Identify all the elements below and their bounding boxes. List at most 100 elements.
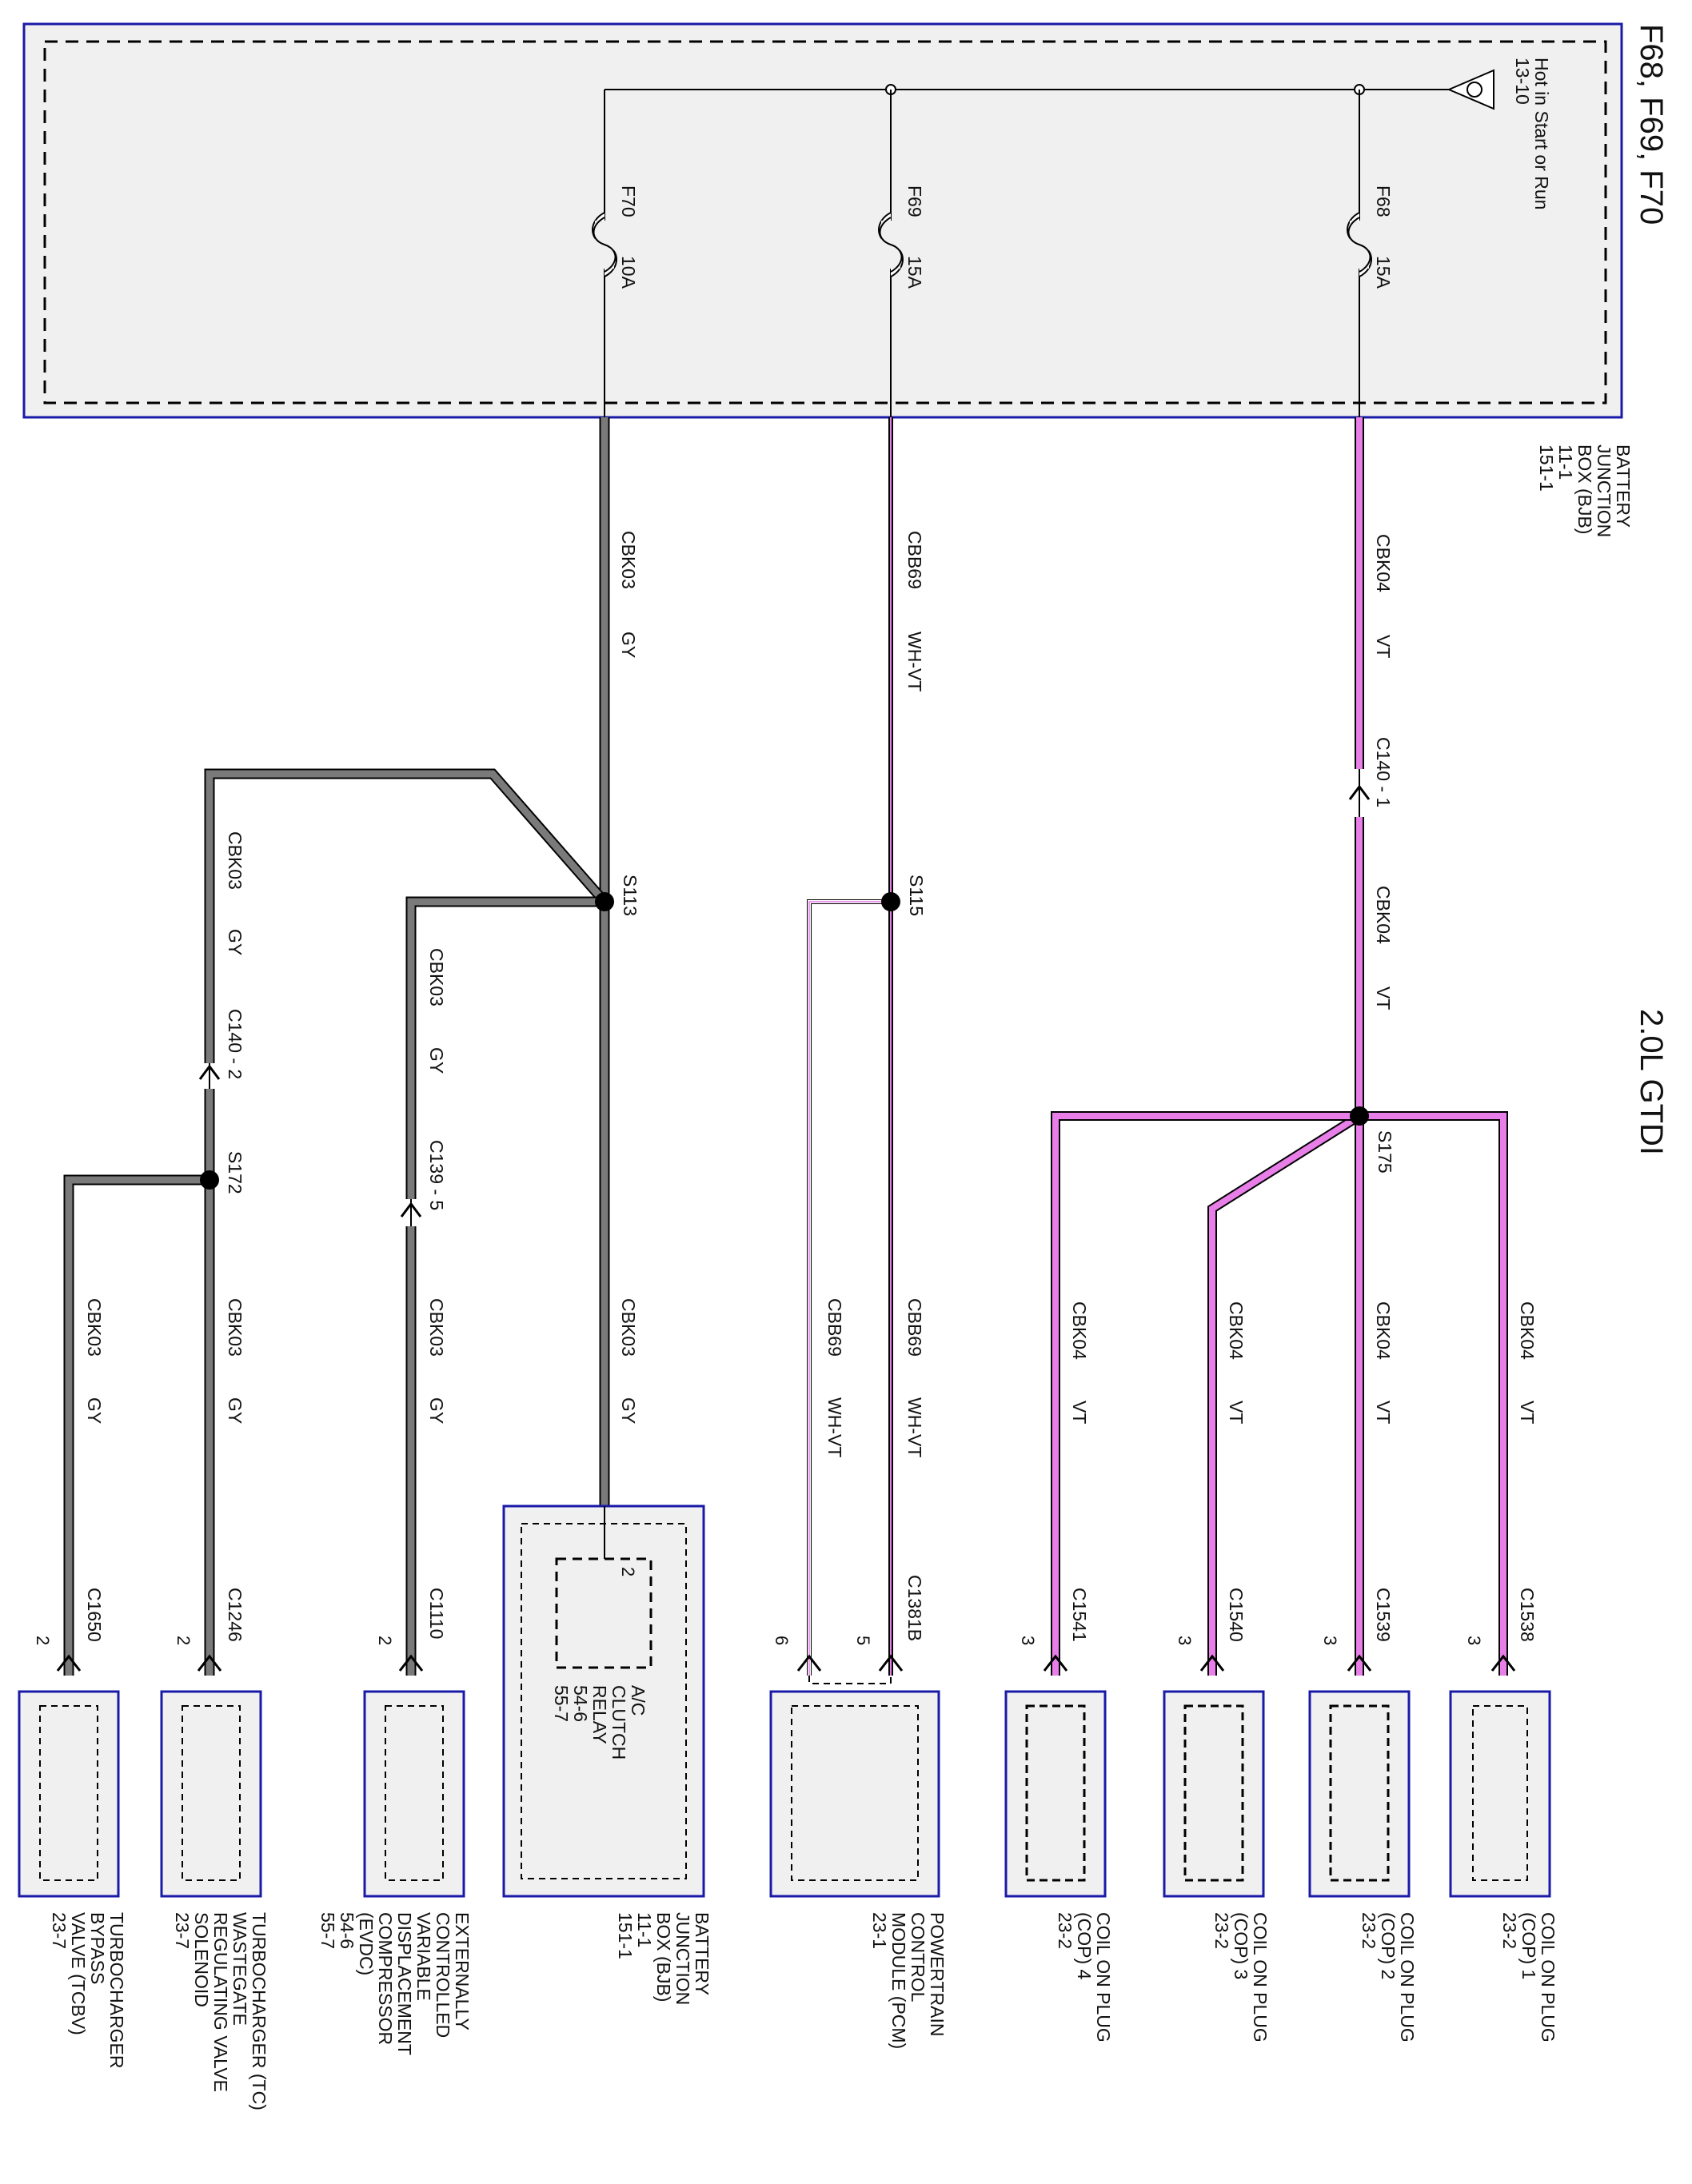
splice-s115-label: S115 (906, 875, 927, 916)
wire-label-cbk04: CBK04 (1069, 1301, 1090, 1360)
svg-text:54-6: 54-6 (570, 1685, 591, 1722)
power-source-circle (1467, 82, 1482, 98)
evdc-component[interactable]: C1110 2 EXTERNALLY CONTROLLED VARIABLE D… (317, 1588, 473, 2055)
cop3-box (1163, 1690, 1265, 1898)
circuit-cbb69-whvt (807, 417, 893, 1676)
bypass-connector-icon (56, 1654, 82, 1672)
svg-text:JUNCTION: JUNCTION (1594, 444, 1614, 537)
svg-text:23-2: 23-2 (1055, 1912, 1075, 1949)
bjb-relay-component[interactable]: 2 A/C CLUTCH RELAY 54-6 55-7 BATTERY JUN… (502, 1504, 712, 2005)
wire-label-vt: VT (1226, 1401, 1247, 1424)
wire-label-whvt: WH-VT (904, 632, 925, 691)
svg-text:23-1: 23-1 (869, 1912, 890, 1949)
pcm-connector-5-icon (878, 1654, 904, 1672)
svg-text:WASTEGATE: WASTEGATE (229, 1912, 250, 2026)
diagram-title: F68, F69, F70 (1634, 24, 1669, 225)
svg-text:11-1: 11-1 (634, 1912, 655, 1947)
svg-text:VALVE (TCBV): VALVE (TCBV) (68, 1912, 89, 2035)
wire-label-gy: GY (426, 1047, 447, 1074)
splice-s172-label: S172 (225, 1151, 245, 1194)
c1541-label: C1541 (1069, 1588, 1090, 1642)
svg-text:A/C: A/C (628, 1685, 648, 1716)
circuit-cbk03-gy (63, 417, 610, 1676)
pcm-box (769, 1690, 940, 1898)
wire-label-gy: GY (618, 632, 639, 658)
wire-label-cbk03: CBK03 (225, 831, 245, 890)
svg-text:RELAY: RELAY (589, 1685, 610, 1744)
wire-label-cbb69: CBB69 (824, 1298, 845, 1357)
svg-text:(COP) 4: (COP) 4 (1074, 1912, 1095, 1980)
wastegate-pin: 2 (174, 1636, 194, 1645)
splice-s115 (881, 892, 900, 911)
fuse-f68-id: F68 (1373, 185, 1394, 217)
engine-label: 2.0L GTDI (1634, 1009, 1669, 1155)
c140-2-connector-icon (198, 1064, 221, 1080)
cop2-component[interactable]: C1539 3 COIL ON PLUG (COP) 2 23-2 (1308, 1588, 1418, 2043)
evdc-connector-icon (398, 1654, 424, 1672)
bypass-component[interactable]: C1650 2 TURBOCHARGER BYPASS VALVE (TCBV)… (18, 1588, 127, 2069)
svg-text:(COP) 3: (COP) 3 (1231, 1912, 1251, 1979)
svg-text:TURBOCHARGER (TC): TURBOCHARGER (TC) (249, 1912, 269, 2110)
cop3-component[interactable]: C1540 3 COIL ON PLUG (COP) 3 23-2 (1163, 1588, 1271, 2043)
svg-text:23-2: 23-2 (1211, 1912, 1232, 1949)
bypass-box (18, 1690, 120, 1898)
wastegate-component[interactable]: C1246 2 TURBOCHARGER (TC) WASTEGATE REGU… (160, 1588, 269, 2110)
wire-label-cbk03: CBK03 (618, 1298, 639, 1357)
svg-text:55-7: 55-7 (551, 1685, 572, 1722)
c1539-label: C1539 (1373, 1588, 1394, 1642)
wire-label-cbk04: CBK04 (1373, 886, 1394, 944)
svg-text:54-6: 54-6 (337, 1912, 357, 1949)
svg-text:COIL ON PLUG: COIL ON PLUG (1538, 1912, 1558, 2043)
c140-2-label: C140 - 2 (225, 1009, 245, 1079)
pcm-component[interactable]: C1381B 5 6 POWERTRAIN CONTROL MODULE (PC… (769, 1575, 948, 2049)
c1650-label: C1650 (84, 1588, 105, 1642)
cop4-component[interactable]: C1541 3 COIL ON PLUG (COP) 4 23-2 (1004, 1588, 1114, 2043)
svg-text:BOX (BJB): BOX (BJB) (1574, 444, 1595, 534)
wastegate-connector-icon (197, 1654, 222, 1672)
wire-label-vt: VT (1373, 986, 1394, 1010)
wire-label-cbk03: CBK03 (84, 1298, 105, 1357)
wire-label-gy: GY (84, 1397, 105, 1424)
bjb-label: BATTERY JUNCTION BOX (BJB) 11-1 151-1 (1536, 444, 1634, 537)
c1110-label: C1110 (426, 1588, 447, 1639)
fuse-f70-id: F70 (618, 185, 639, 217)
wire-label-cbk03: CBK03 (426, 1298, 447, 1357)
svg-text:55-7: 55-7 (317, 1912, 338, 1949)
wire-label-vt: VT (1069, 1401, 1090, 1424)
wastegate-box (160, 1690, 262, 1898)
svg-text:COIL ON PLUG: COIL ON PLUG (1250, 1912, 1271, 2043)
svg-text:(COP) 2: (COP) 2 (1378, 1912, 1399, 1979)
splice-s113-label: S113 (620, 875, 640, 916)
svg-text:EXTERNALLY: EXTERNALLY (452, 1912, 473, 2031)
wire-label-gy: GY (225, 1397, 245, 1424)
cop1-connector-icon (1490, 1654, 1516, 1672)
svg-text:TURBOCHARGER: TURBOCHARGER (106, 1912, 127, 2069)
svg-text:REGULATING VALVE: REGULATING VALVE (210, 1912, 231, 2092)
cop2-connector-icon (1347, 1654, 1372, 1672)
wire-label-vt: VT (1517, 1401, 1538, 1424)
svg-text:COMPRESSOR: COMPRESSOR (375, 1912, 396, 2045)
fuse-f70-rating: 10A (618, 256, 639, 289)
relay-pin: 2 (618, 1567, 638, 1576)
cop1-box (1449, 1690, 1551, 1898)
cop1-component[interactable]: C1538 3 COIL ON PLUG (COP) 1 23-2 (1449, 1588, 1558, 2043)
fuse-f68-rating: 15A (1373, 256, 1394, 289)
cop4-box (1004, 1690, 1107, 1898)
fuse-f69-id: F69 (904, 185, 925, 217)
cop3-pin: 3 (1175, 1636, 1195, 1645)
evdc-box (363, 1690, 465, 1898)
bypass-pin: 2 (33, 1636, 53, 1645)
svg-text:POWERTRAIN: POWERTRAIN (927, 1912, 948, 2036)
splice-s175-label: S175 (1375, 1130, 1395, 1174)
svg-text:BOX (BJB): BOX (BJB) (653, 1912, 674, 2002)
svg-text:DISPLACEMENT: DISPLACEMENT (394, 1912, 415, 2055)
wire-label-cbk04: CBK04 (1226, 1301, 1247, 1360)
splice-s113 (595, 892, 614, 911)
svg-text:CONTROL: CONTROL (908, 1912, 928, 2003)
svg-text:CONTROLLED: CONTROLLED (433, 1912, 453, 2038)
svg-text:23-2: 23-2 (1499, 1912, 1520, 1949)
svg-text:COIL ON PLUG: COIL ON PLUG (1093, 1912, 1114, 2043)
wire-label-cbk04: CBK04 (1517, 1301, 1538, 1360)
svg-text:BYPASS: BYPASS (87, 1912, 108, 1984)
power-source-label: Hot in Start or Run (1531, 58, 1552, 209)
